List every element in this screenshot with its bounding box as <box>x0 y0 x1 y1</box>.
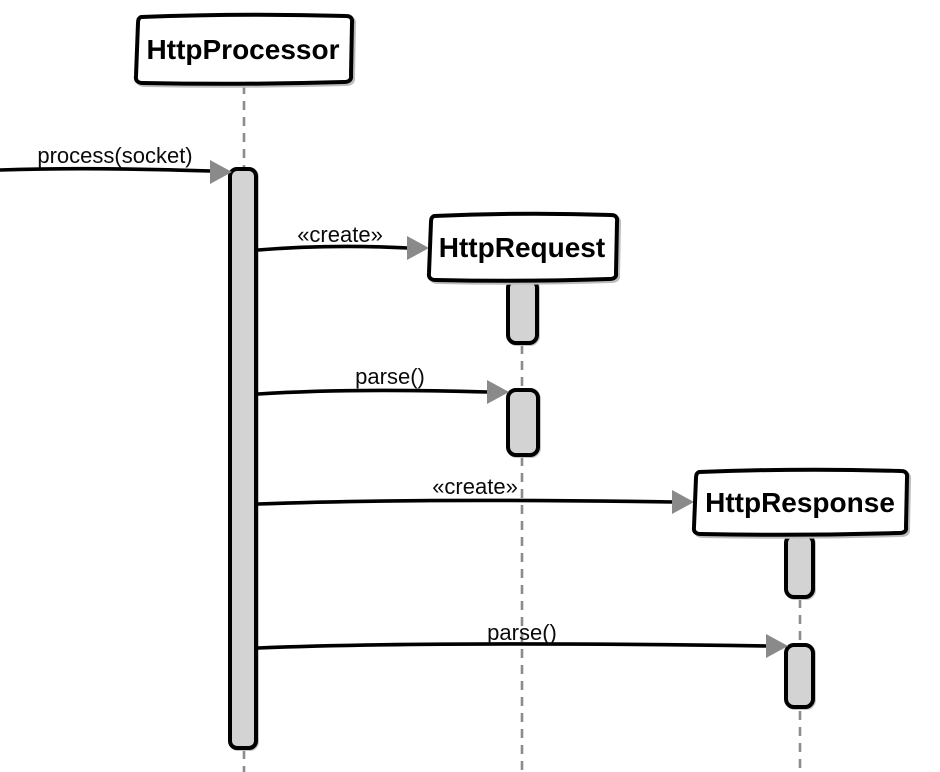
arrowhead-icon <box>487 380 509 404</box>
participant-box <box>426 211 620 283</box>
participant-name: HttpProcessor <box>147 34 340 65</box>
message-create-httpresponse: «create» <box>256 474 694 514</box>
message-process-socket: process(socket) <box>0 143 232 184</box>
message-line <box>256 642 769 650</box>
participant-httpresponse: HttpResponse <box>691 467 910 537</box>
activation-bar-httprequest-parse <box>506 388 540 457</box>
participants: HttpProcessor HttpRequest HttpResponse <box>133 12 910 537</box>
message-label: process(socket) <box>37 143 192 168</box>
participant-name: HttpRequest <box>439 232 605 263</box>
participant-httpprocessor: HttpProcessor <box>133 12 355 86</box>
activation-bar-httpresponse-parse <box>784 643 815 709</box>
messages: process(socket) «create» parse() «create… <box>0 143 788 658</box>
message-label: «create» <box>432 474 518 499</box>
message-line <box>256 244 410 252</box>
participant-box <box>691 467 910 537</box>
arrowhead-icon <box>210 160 232 184</box>
activation-bar-httpresponse-create <box>784 533 815 599</box>
arrowhead-icon <box>672 490 694 514</box>
participant-httprequest: HttpRequest <box>426 211 620 283</box>
arrowhead-icon <box>407 236 429 260</box>
activation-bars <box>228 167 815 750</box>
message-line <box>256 388 490 396</box>
message-line <box>256 498 675 506</box>
arrowhead-icon <box>766 634 788 658</box>
message-parse-httpresponse: parse() <box>256 620 788 658</box>
participant-name: HttpResponse <box>705 487 895 518</box>
activation-bar-httprequest-create <box>506 278 539 345</box>
participant-box <box>133 12 355 86</box>
message-create-httprequest: «create» <box>256 222 429 260</box>
activation-bar-httpprocessor <box>228 167 258 750</box>
message-label: parse() <box>487 620 557 645</box>
message-label: parse() <box>355 364 425 389</box>
message-line <box>0 166 213 173</box>
message-label: «create» <box>297 222 383 247</box>
message-parse-httprequest: parse() <box>256 364 509 404</box>
